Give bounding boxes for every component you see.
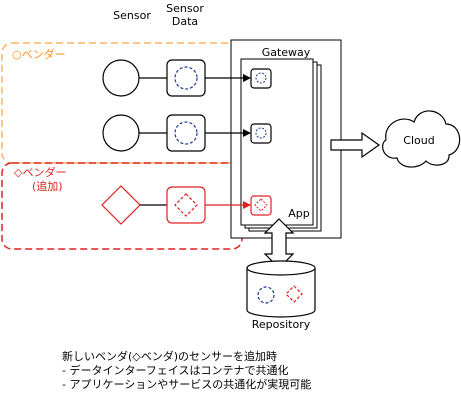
repository-diamond-container-icon	[285, 285, 303, 303]
diamond-vendor-added-label: (追加)	[32, 179, 63, 193]
repository-label: Repository	[252, 318, 311, 331]
cloud-label: Cloud	[403, 134, 434, 147]
diamond-data-icon	[174, 193, 198, 217]
circle-data-icon-2	[174, 121, 198, 145]
sensor-data-column-label-line2: Data	[172, 15, 198, 28]
repository-cylinder-body	[246, 268, 316, 318]
circle-sensor-2	[102, 114, 140, 152]
sensor-data-box-3	[166, 186, 206, 224]
sensor-data-box-2	[166, 114, 206, 152]
caption-line-1: 新しいベンダ(◇ベンダ)のセンサーを追加時	[62, 350, 278, 363]
app-input-box-2	[250, 123, 272, 144]
circle-data-icon-1	[174, 66, 198, 90]
sensor-column-label: Sensor	[113, 9, 151, 22]
diamond-vendor-label: ◇ベンダー	[14, 165, 66, 179]
sensor-data-box-1	[166, 59, 206, 97]
caption-line-2: - データインターフェイスはコンテナで共通化	[62, 364, 289, 377]
gateway-label: Gateway	[262, 46, 311, 59]
caption-line-3: - アプリケーションやサービスの共通化が実現可能	[62, 378, 312, 391]
cloud-shape	[382, 110, 461, 168]
app-label: App	[288, 207, 310, 220]
app-input-circle-icon-1	[255, 72, 267, 84]
circle-sensor-1	[102, 59, 140, 97]
diamond-sensor	[101, 185, 141, 225]
app-input-box-3	[250, 195, 272, 216]
repository-circle-container-icon	[257, 286, 275, 304]
app-input-circle-icon-2	[255, 127, 267, 139]
sensor-data-column-label-line1: Sensor	[166, 2, 204, 15]
repository-cylinder-top	[246, 260, 316, 276]
diagram-caption: 新しいベンダ(◇ベンダ)のセンサーを追加時 - データインターフェイスはコンテナ…	[62, 350, 442, 392]
gateway-to-cloud-arrow	[330, 131, 381, 159]
app-input-box-1	[250, 68, 272, 89]
circle-vendor-label: ○ベンダー	[12, 47, 66, 61]
app-input-diamond-icon	[254, 198, 268, 212]
